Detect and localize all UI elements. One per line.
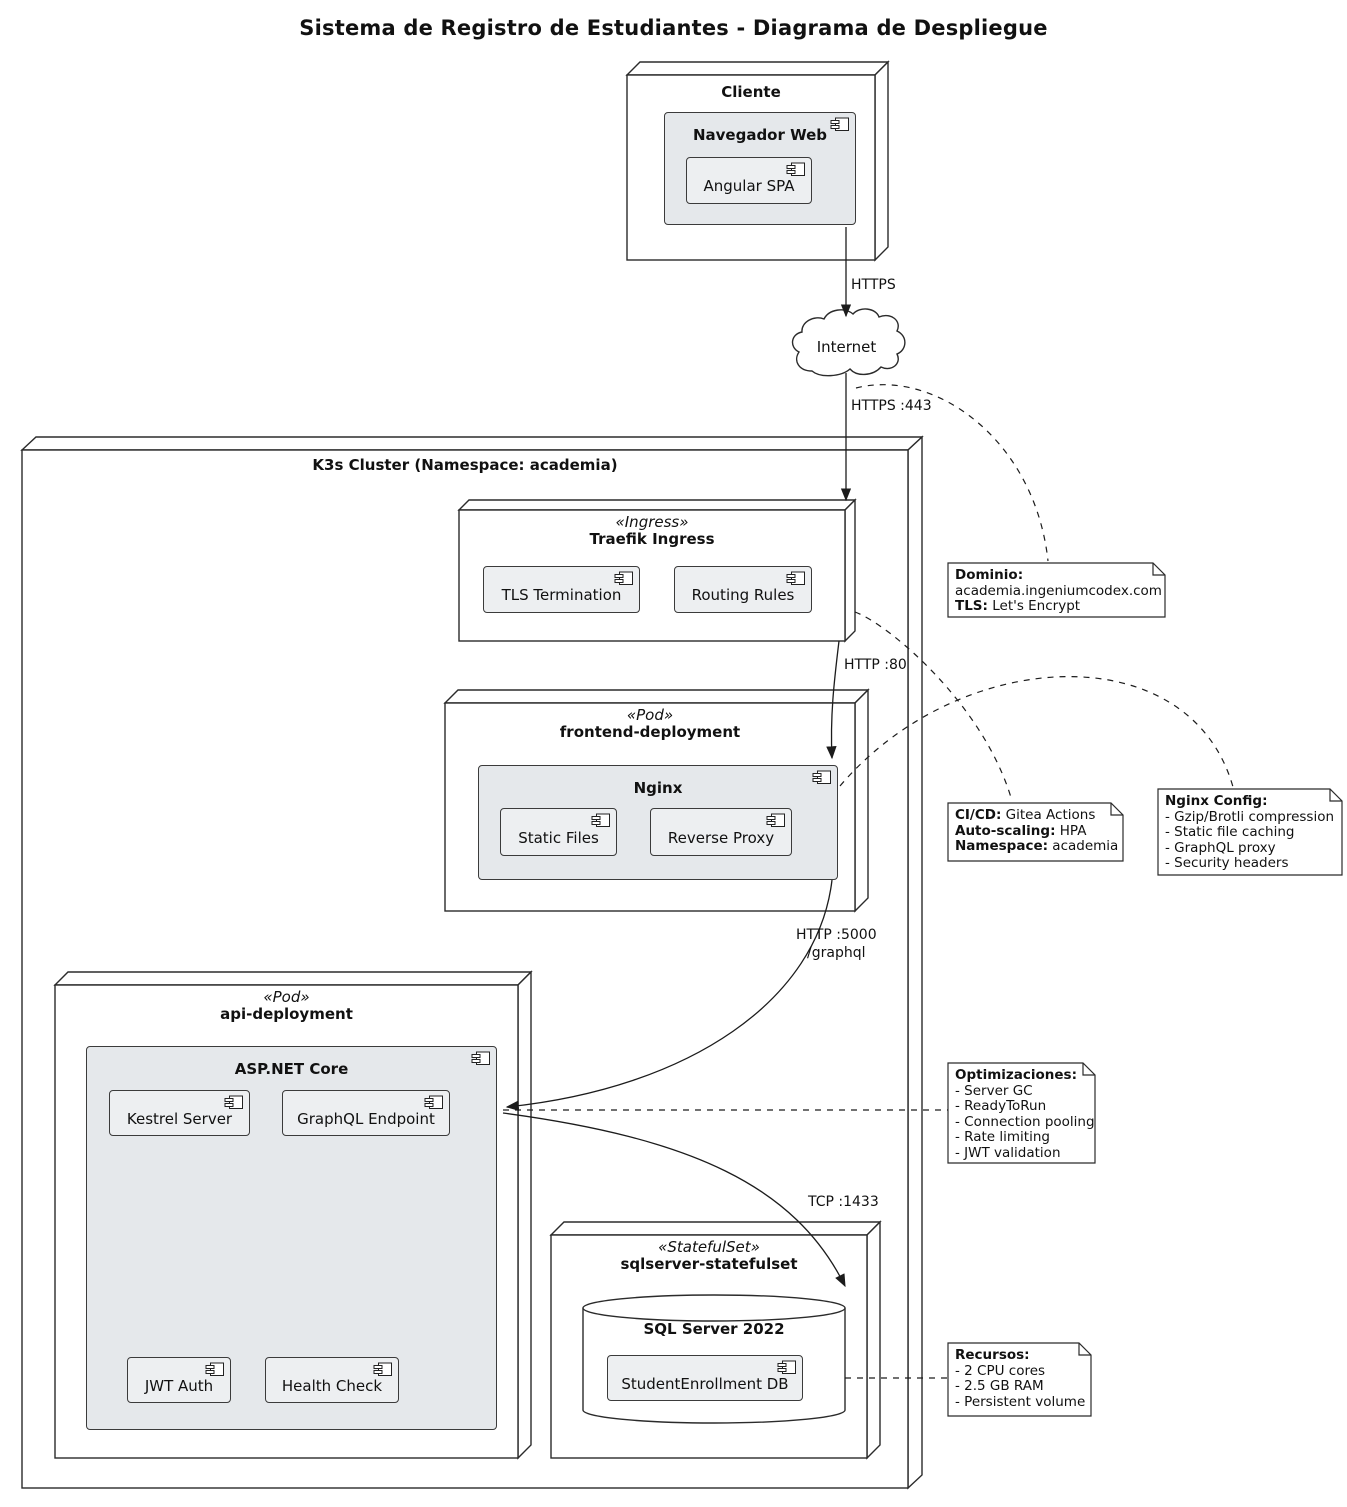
frontend-title: frontend-deployment (559, 723, 741, 741)
note-title: Optimizaciones: (955, 1067, 1077, 1083)
component-reverse-proxy: Reverse Proxy (650, 808, 792, 856)
component-icon (786, 571, 806, 586)
note-nginx-config: Nginx Config: - Gzip/Brotli compression … (1165, 793, 1335, 871)
node-cliente-title: Cliente (627, 83, 875, 101)
edge-ingress-nginx (826, 640, 840, 760)
edge-nginx-api (505, 879, 833, 1111)
note-optimizaciones-shape (947, 1062, 1096, 1164)
internet-label: Internet (816, 338, 877, 356)
note-title: Nginx Config: (1165, 793, 1268, 809)
api-stereotype: «Pod» (263, 988, 310, 1006)
static-files-label: Static Files (518, 828, 599, 847)
edge-label-https-443: HTTPS :443 (851, 398, 932, 414)
note-dominio-shape (947, 562, 1166, 618)
node-traefik-title: «Ingress» Traefik Ingress (459, 514, 845, 548)
angular-spa-label: Angular SPA (703, 177, 795, 195)
component-jwt-auth: JWT Auth (127, 1357, 231, 1403)
component-icon (777, 1360, 797, 1375)
component-angular-spa: Angular SPA (686, 157, 812, 204)
note-shapes (947, 562, 1343, 1417)
internet-cloud (791, 308, 906, 377)
sql-server-2022-title: SQL Server 2022 (643, 1320, 785, 1338)
cliente-title: Cliente (721, 83, 781, 101)
tls-termination-label: TLS Termination (501, 586, 622, 604)
link-internet-dominio (855, 384, 1049, 562)
component-icon (471, 1051, 491, 1066)
api-title: api-deployment (220, 1005, 353, 1023)
component-icon (591, 813, 611, 828)
jwt-auth-label: JWT Auth (144, 1376, 214, 1395)
note-dominio: Dominio: academia.ingeniumcodex.com TLS:… (955, 567, 1162, 614)
navegador-web-title: Navegador Web (692, 126, 828, 144)
studentenrollment-db-label: StudentEnrollment DB (621, 1374, 789, 1393)
aspnet-core-title: ASP.NET Core (234, 1060, 349, 1078)
note-recursos-shape (947, 1342, 1092, 1417)
frontend-stereotype: «Pod» (626, 706, 674, 724)
component-graphql-endpoint: GraphQL Endpoint (282, 1090, 450, 1136)
note-title: Recursos: (955, 1347, 1030, 1363)
edge-api-db (502, 1112, 846, 1288)
reverse-proxy-label: Reverse Proxy (667, 828, 775, 847)
component-icon (766, 813, 786, 828)
component-icon (224, 1095, 244, 1110)
component-kestrel-server: Kestrel Server (109, 1090, 250, 1136)
component-icon (830, 117, 850, 132)
component-tls-termination: TLS Termination (483, 566, 640, 613)
node-api-title: «Pod» api-deployment (55, 989, 518, 1023)
page-title: Sistema de Registro de Estudiantes - Dia… (299, 16, 1048, 40)
component-icon (373, 1362, 393, 1377)
kestrel-server-label: Kestrel Server (126, 1109, 233, 1128)
note-nginx-config-shape (1157, 788, 1343, 876)
component-routing-rules: Routing Rules (674, 566, 812, 613)
component-health-check: Health Check (265, 1357, 399, 1403)
sqlserver-title: sqlserver-statefulset (620, 1255, 798, 1273)
component-studentenrollment-db: StudentEnrollment DB (607, 1355, 803, 1401)
note-cicd: CI/CD: Gitea Actions Auto-scaling: HPA N… (955, 807, 1119, 854)
traefik-title: Traefik Ingress (589, 530, 715, 548)
k3s-cluster-title: K3s Cluster (Namespace: academia) (312, 456, 618, 474)
note-line-label: Dominio: (955, 567, 1024, 583)
component-static-files: Static Files (500, 808, 617, 856)
routing-rules-label: Routing Rules (691, 586, 795, 604)
note-cicd-shape (947, 802, 1124, 862)
component-icon (786, 162, 806, 177)
edge-label-http-5000: HTTP :5000 (796, 927, 877, 943)
node-cluster-title: K3s Cluster (Namespace: academia) (22, 456, 908, 474)
node-frontend-title: «Pod» frontend-deployment (445, 707, 855, 741)
component-icon (614, 571, 634, 586)
edge-label-http-80: HTTP :80 (844, 657, 907, 673)
node-sqlserver-title: «StatefulSet» sqlserver-statefulset (551, 1239, 867, 1273)
nginx-title: Nginx (633, 779, 683, 797)
edge-label-tcp-1433: TCP :1433 (808, 1194, 879, 1210)
health-check-label: Health Check (281, 1376, 383, 1395)
component-icon (424, 1095, 444, 1110)
note-recursos: Recursos: - 2 CPU cores - 2.5 GB RAM - P… (955, 1347, 1086, 1410)
note-line-text: academia.ingeniumcodex.com (955, 582, 1162, 599)
edge-label-https: HTTPS (851, 277, 896, 293)
link-nginx-config (839, 676, 1234, 788)
component-icon (205, 1362, 225, 1377)
graphql-endpoint-label: GraphQL Endpoint (297, 1109, 435, 1128)
traefik-stereotype: «Ingress» (615, 513, 689, 531)
note-optimizaciones: Optimizaciones: - Server GC - ReadyToRun… (955, 1067, 1095, 1161)
component-icon (812, 770, 832, 785)
edge-label-graphql: /graphql (807, 945, 866, 961)
sqlserver-stereotype: «StatefulSet» (658, 1238, 760, 1256)
